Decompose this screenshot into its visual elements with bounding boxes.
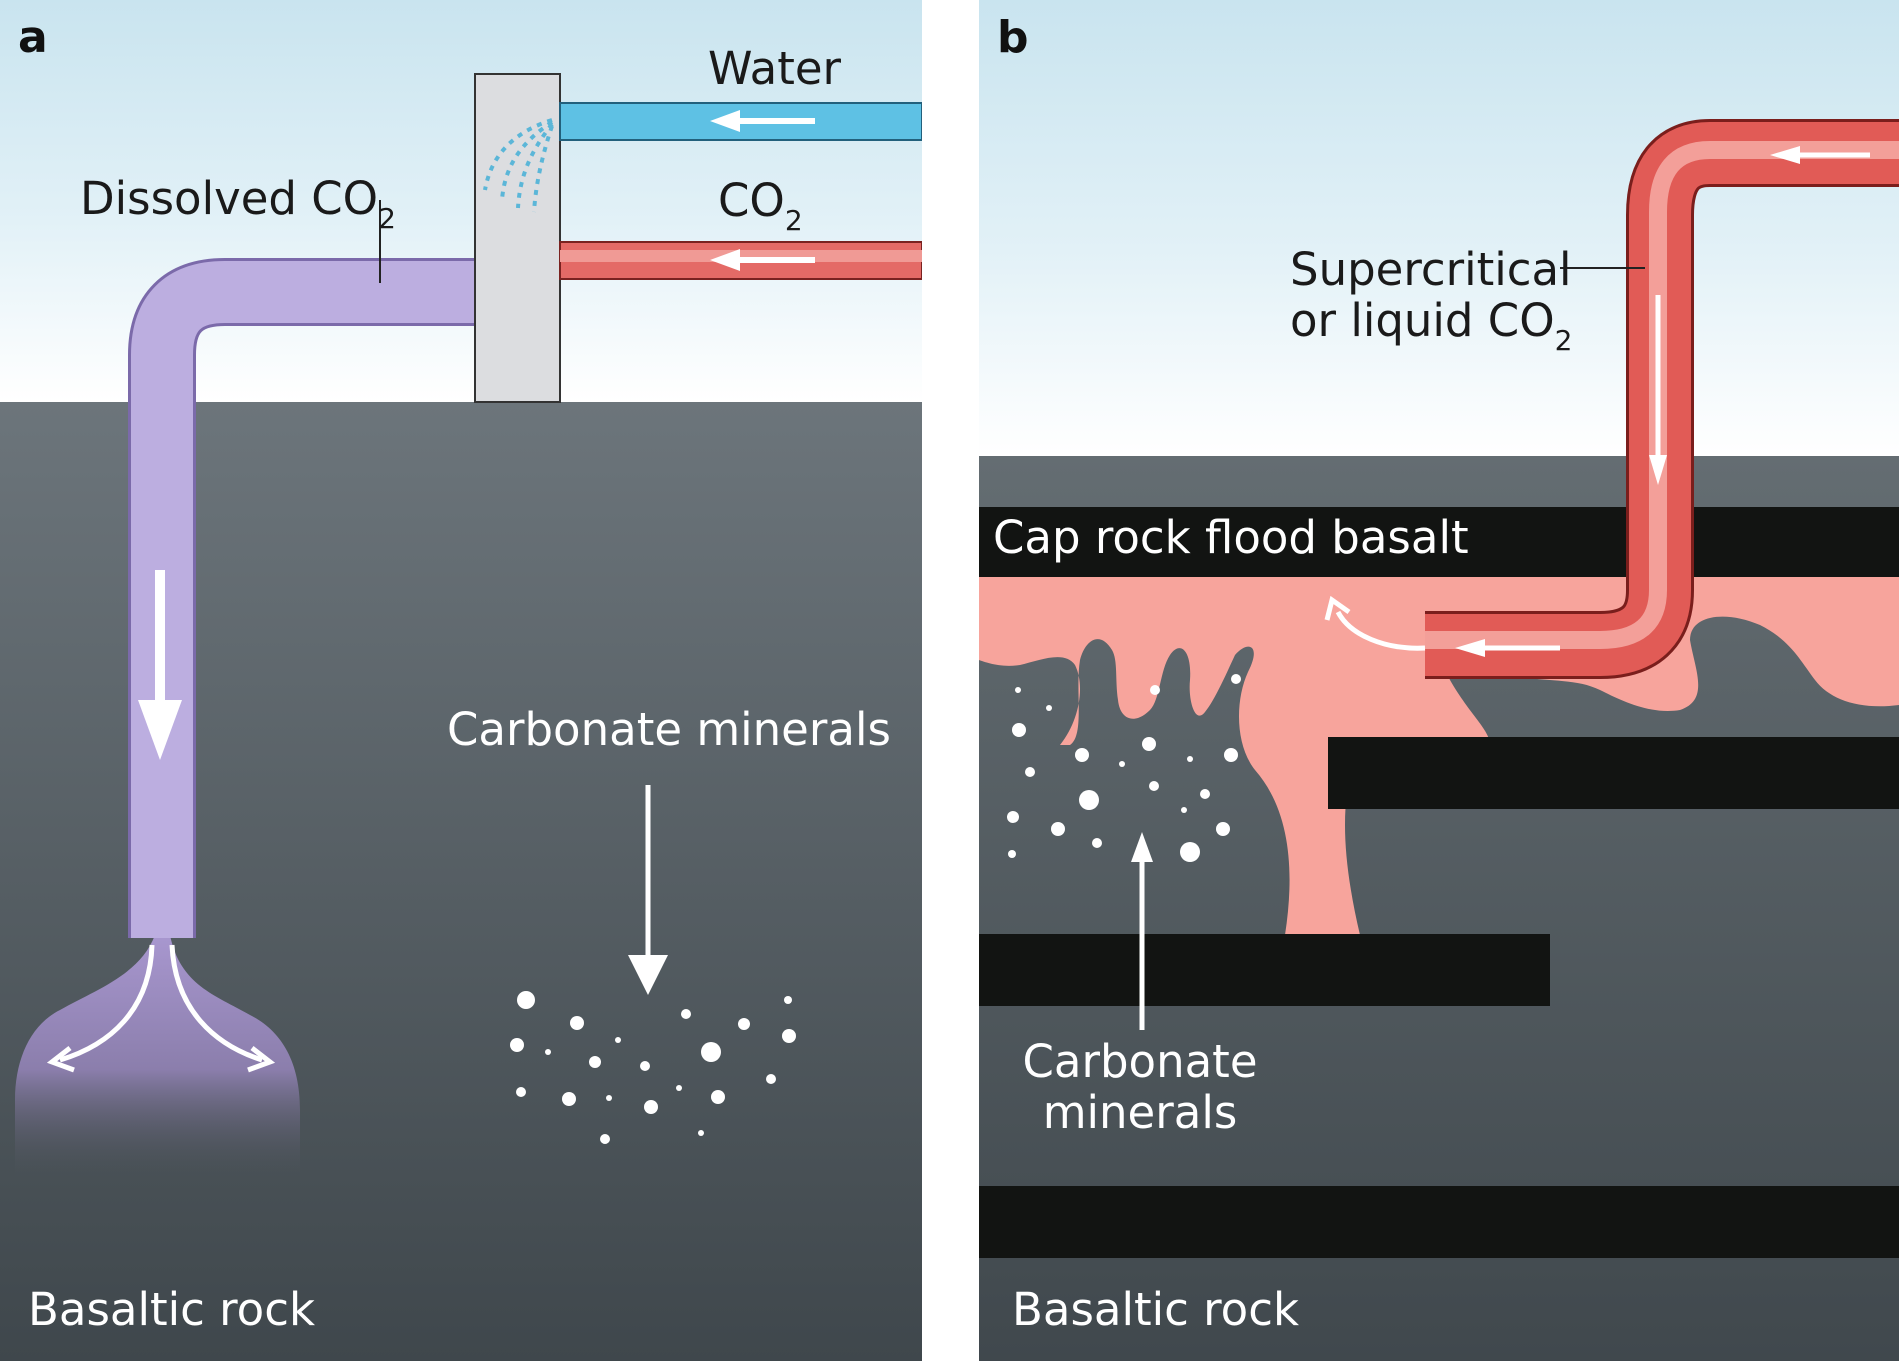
plume-arrow	[1335, 610, 1426, 651]
cap-rock-layer-1	[979, 507, 1899, 577]
carbonate-arrow-head	[628, 955, 668, 995]
co2-label: CO2	[718, 174, 803, 237]
basaltic-rock-label-b: Basaltic rock	[1012, 1283, 1299, 1336]
plume-arrow-head	[1324, 595, 1351, 621]
pipe-arrow-top-head	[1770, 146, 1800, 164]
mixing-unit	[474, 73, 561, 403]
panel-b-letter: b	[997, 12, 1029, 63]
co2-arrow-head	[710, 249, 740, 271]
cap-rock-layer-4	[979, 1186, 1899, 1258]
carbonate-minerals-label-b-line1: Carbonate	[1022, 1035, 1257, 1088]
pipe-arrow-bottom-head	[1455, 639, 1485, 657]
panel-a: a Water CO2 Dissolved CO2 Carbonate mine…	[0, 0, 923, 1361]
carbonate-arrow-up-head	[1131, 832, 1153, 862]
co2-plume	[979, 575, 1899, 935]
spread-arrow-right-head	[247, 1046, 276, 1073]
pipe-arrow-down-head	[1649, 455, 1667, 485]
dissolved-co2-plume	[15, 935, 300, 1180]
dissolved-co2-label: Dissolved CO2	[80, 172, 396, 235]
carbonate-mineral-particles-b	[1007, 674, 1241, 862]
spread-arrow-left	[59, 944, 155, 1063]
panel-separator	[922, 0, 979, 1361]
flow-arrow-head	[138, 700, 182, 760]
carbonate-minerals-label-a: Carbonate minerals	[447, 703, 891, 756]
sky-background-b	[979, 0, 1899, 456]
carbonate-minerals-label-b-line2: minerals	[1043, 1086, 1238, 1139]
supercritical-label-line1: Supercritical	[1290, 243, 1572, 296]
basaltic-rock-label-a: Basaltic rock	[28, 1283, 315, 1336]
panel-b: b Supercritical or liquid CO2 Cap rock f…	[979, 0, 1899, 1361]
cap-rock-layer-3	[979, 934, 1550, 1006]
cap-rock-layer-2	[1328, 737, 1899, 809]
co2-pipe-highlight	[560, 250, 922, 262]
water-arrow-head	[710, 110, 740, 132]
water-spray	[483, 118, 554, 213]
spread-arrow-left-head	[46, 1046, 75, 1073]
supercritical-label-line2: or liquid CO2	[1290, 294, 1572, 357]
supercritical-co2-pipe-highlight	[1425, 141, 1899, 649]
dissolved-co2-pipe	[131, 261, 475, 938]
cap-rock-label: Cap rock flood basalt	[993, 511, 1469, 564]
water-label: Water	[708, 42, 842, 95]
carbonate-mineral-particles	[510, 991, 796, 1144]
panel-a-letter: a	[18, 12, 48, 63]
spread-arrow-right	[169, 944, 263, 1063]
